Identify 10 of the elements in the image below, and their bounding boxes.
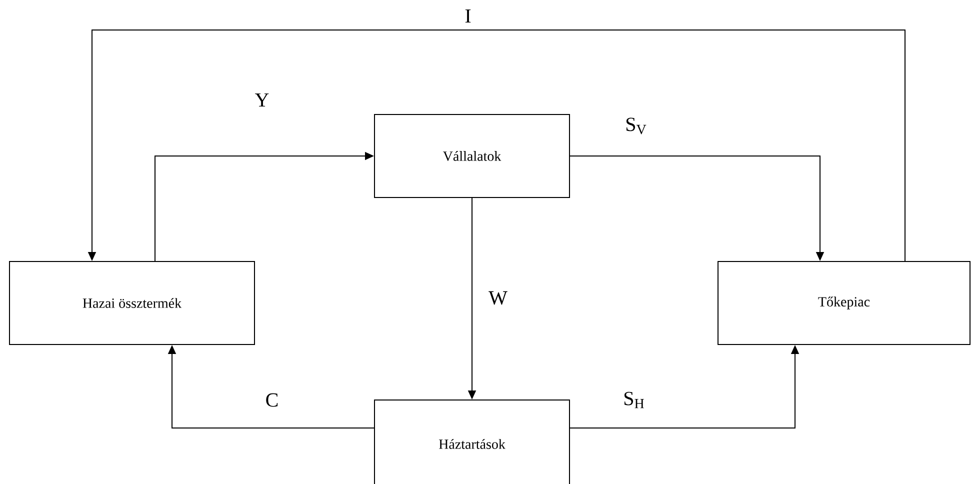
process-box: Vállalatok [374,114,570,198]
edge-label: S$_{H}$ [624,392,644,408]
edge-label: S$_{V}$ [626,118,646,134]
edge-label: I [465,9,471,23]
process-box: Hazai össztermék [9,261,255,345]
edge-label: W [488,291,508,305]
process-box: Háztartások [374,400,570,484]
edge-label: Y [255,93,269,107]
edge-label: C [266,393,278,407]
process-box: Tőkepiac [718,261,971,345]
